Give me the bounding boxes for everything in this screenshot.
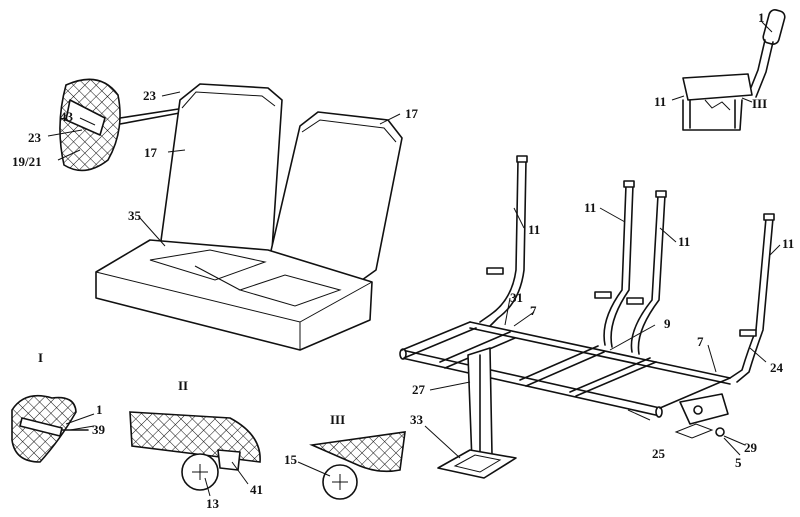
roman-label-II: II: [178, 378, 188, 393]
label-39: 39: [92, 422, 106, 437]
label-29: 29: [744, 440, 758, 455]
label-13: 13: [206, 496, 220, 511]
label-11-inset: 11: [654, 94, 666, 109]
label-III-inset: III: [752, 96, 767, 111]
label-17-left: 17: [144, 145, 158, 160]
label-11-a: 11: [528, 222, 540, 237]
label-5: 5: [735, 455, 742, 470]
label-23-left: 23: [28, 130, 42, 145]
label-1-top: 1: [758, 10, 765, 25]
roman-label-I: I: [38, 350, 43, 365]
label-19-21: 19/21: [12, 154, 42, 169]
label-11-b: 11: [584, 200, 596, 215]
detail-II: [129, 411, 261, 491]
detail-I: [11, 394, 89, 463]
label-24: 24: [770, 360, 784, 375]
label-31: 31: [510, 290, 523, 305]
label-35: 35: [128, 208, 142, 223]
label-23-top: 23: [143, 88, 157, 103]
label-43: 43: [60, 109, 74, 124]
detail-III: [309, 431, 406, 500]
label-33: 33: [410, 412, 424, 427]
roman-label-III: III: [330, 412, 345, 427]
label-25: 25: [652, 446, 666, 461]
label-7-a: 7: [530, 303, 537, 318]
leader-lines: [47, 21, 781, 497]
label-27: 27: [412, 382, 426, 397]
label-41: 41: [250, 482, 263, 497]
seat-upholstery: [95, 83, 403, 351]
inset-seat-detail: [682, 9, 786, 131]
label-11-c: 11: [678, 234, 690, 249]
label-11-d: 11: [782, 236, 794, 251]
seat-frame: [399, 155, 775, 479]
label-15: 15: [284, 452, 298, 467]
label-17-right: 17: [405, 106, 419, 121]
label-9: 9: [664, 316, 671, 331]
label-1-detail: 1: [96, 402, 103, 417]
label-7-b: 7: [697, 334, 704, 349]
part-labels: 1 11 III 23 43 23 19/21 17 17 35 11 11 1…: [12, 10, 794, 511]
headrest-bolt-detail: [59, 78, 186, 172]
